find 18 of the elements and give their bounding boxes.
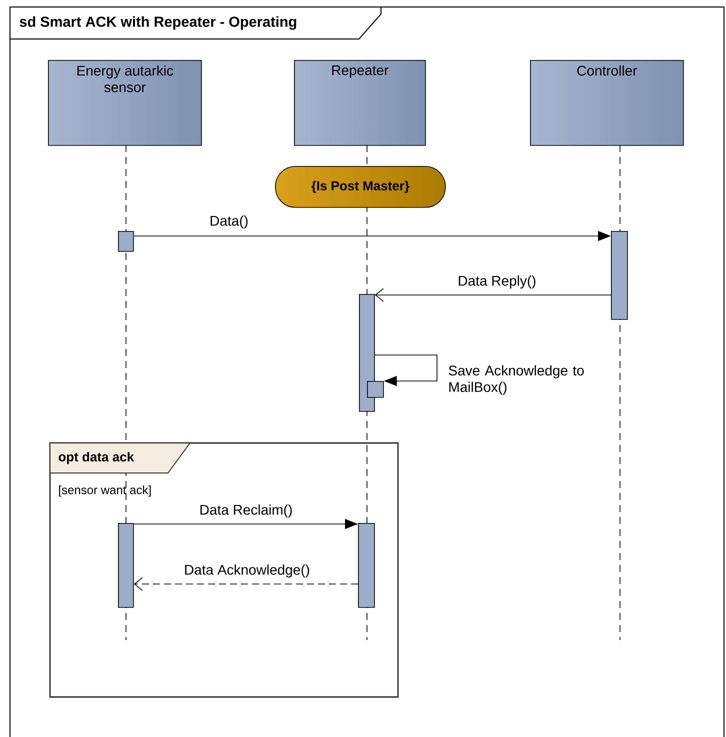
message-label: Data Reply() xyxy=(458,275,536,289)
activation-bar xyxy=(611,231,628,320)
message-arrow xyxy=(134,577,358,591)
lifeline-head: Energy autarkic sensor xyxy=(48,60,202,146)
lifeline-head: Repeater xyxy=(294,60,426,146)
activation-bar xyxy=(118,523,134,608)
activation-bar xyxy=(358,523,375,608)
message-label: Save Acknowledge to MailBox() xyxy=(448,365,584,395)
message-arrow xyxy=(374,288,612,302)
activation-bar xyxy=(367,381,384,398)
activation-bar xyxy=(118,231,134,252)
message-label: Data Acknowledge() xyxy=(185,564,310,578)
frame-title: sd Smart ACK with Repeater - Operating xyxy=(10,6,382,40)
state-invariant: {Is Post Master} xyxy=(275,166,446,208)
message-arrow xyxy=(374,354,438,386)
message-label: Data() xyxy=(210,215,248,229)
message-label: Data Reclaim() xyxy=(200,504,292,518)
lifeline-head: Controller xyxy=(530,60,684,146)
